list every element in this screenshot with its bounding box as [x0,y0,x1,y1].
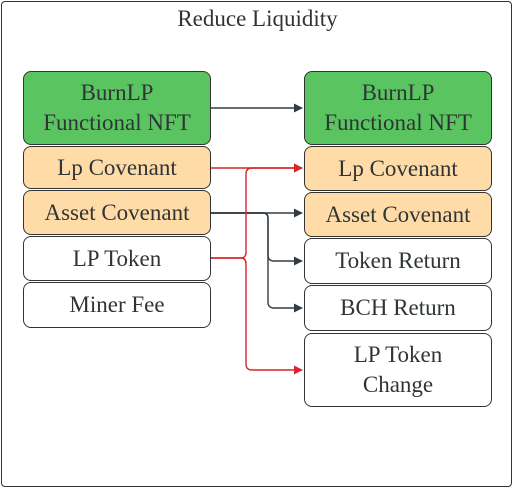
arrow-asset-covenant-to-token-return [211,212,303,266]
input-burnlp-functional-nft: BurnLP Functional NFT [23,71,211,145]
input-asset-covenant: Asset Covenant [23,190,211,235]
diagram-title: Reduce Liquidity [177,6,338,31]
output-lp-token-change: LP Token Change [304,333,492,407]
output-token-return: Token Return [304,238,492,284]
output-bch-return: BCH Return [304,285,492,331]
output-asset-covenant: Asset Covenant [304,192,492,237]
output-lp-covenant: Lp Covenant [304,146,492,191]
input-lp-token: LP Token [23,236,211,281]
arrow-asset-covenant-to-bch-return [211,212,303,313]
output-burnlp-functional-nft: BurnLP Functional NFT [304,71,492,145]
arrow-lp-token-to-lp-token-change [211,257,303,375]
input-lp-covenant: Lp Covenant [23,146,211,189]
input-miner-fee: Miner Fee [23,282,211,328]
